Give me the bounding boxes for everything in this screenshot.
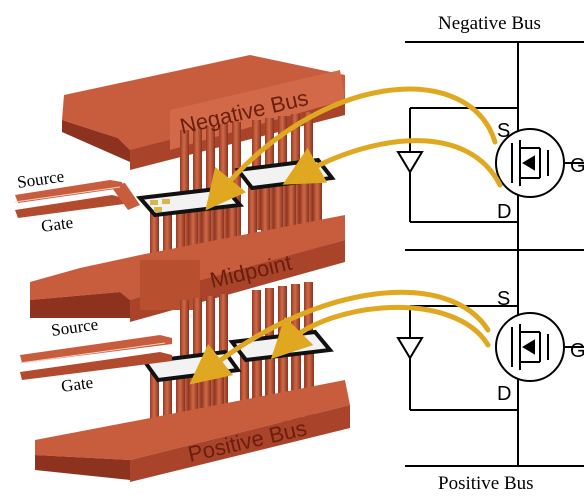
- midpoint-bar: [30, 215, 345, 322]
- arrow-lower-left: [189, 289, 491, 385]
- arrow-upper-right: [282, 138, 503, 188]
- lower-drain-terminal: D: [497, 383, 511, 405]
- top-rail-label: Negative Bus: [438, 13, 541, 34]
- lower-die-right: [228, 329, 334, 363]
- schematic-labels: Negative Bus Positive Bus S D G S D G: [438, 13, 584, 494]
- lower-leads: [19, 335, 172, 380]
- upper-leads: [14, 180, 140, 218]
- upper-drain-terminal: D: [497, 201, 511, 223]
- module-3d: Negative Bus Midpoint Positive Bus Sourc…: [14, 55, 350, 482]
- lower-source-terminal: S: [497, 288, 510, 310]
- arrow-lower-right: [270, 305, 491, 360]
- positive-bus-bar: [35, 380, 350, 482]
- bottom-rail-label: Positive Bus: [438, 473, 534, 494]
- mapping-arrows: [189, 86, 503, 385]
- lower-gate-label: Gate: [60, 373, 94, 396]
- upper-source-terminal: S: [497, 120, 510, 142]
- upper-diode-icon: [396, 151, 424, 174]
- schematic: [396, 41, 584, 467]
- arrow-upper-left: [205, 86, 498, 211]
- upper-gate-label: Gate: [40, 213, 74, 236]
- upper-gate-terminal: G: [570, 155, 584, 177]
- upper-source-label: Source: [16, 167, 65, 192]
- lower-gate-terminal: G: [570, 340, 584, 362]
- lower-source-label: Source: [50, 315, 99, 340]
- lower-diode-icon: [396, 337, 424, 360]
